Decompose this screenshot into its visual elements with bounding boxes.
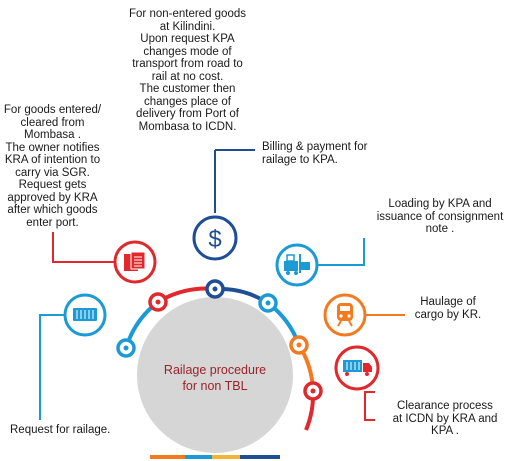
step-billing-text: Billing & payment for railage to KPA. (262, 141, 368, 166)
node-loading (258, 293, 278, 313)
step-goods-entered-text: For goods entered/ cleared from Mombasa … (3, 104, 102, 229)
step-loading-text: Loading by KPA and issuance of consignme… (376, 198, 504, 235)
connector-goods-entered (52, 232, 125, 263)
center-circle (137, 297, 293, 453)
dollar-icon: $ (192, 215, 238, 261)
center-title: Railage procedure for non TBL (163, 363, 267, 393)
svg-text:$: $ (208, 226, 221, 253)
step-non-entered-text: For non-entered goods at Kilindini. Upon… (129, 8, 246, 133)
node-haulage (289, 335, 309, 355)
node-clearance (303, 381, 323, 401)
node-request (116, 338, 136, 358)
connector-clearance (364, 391, 375, 421)
forklift-icon (275, 243, 319, 287)
ring-nodes (116, 279, 323, 401)
node-billing (205, 279, 225, 299)
container-icon (63, 293, 107, 337)
step-request-text: Request for railage. (10, 424, 111, 436)
step-clearance-text: Clearance process at ICDN by KRA and KPA… (392, 400, 498, 437)
truck-icon (334, 345, 380, 391)
train-icon (323, 293, 367, 337)
node-goods-entered (148, 292, 168, 312)
documents-icon (113, 240, 157, 284)
step-haulage-text: Haulage of cargo by KR. (414, 296, 482, 321)
connector-loading (297, 238, 365, 266)
